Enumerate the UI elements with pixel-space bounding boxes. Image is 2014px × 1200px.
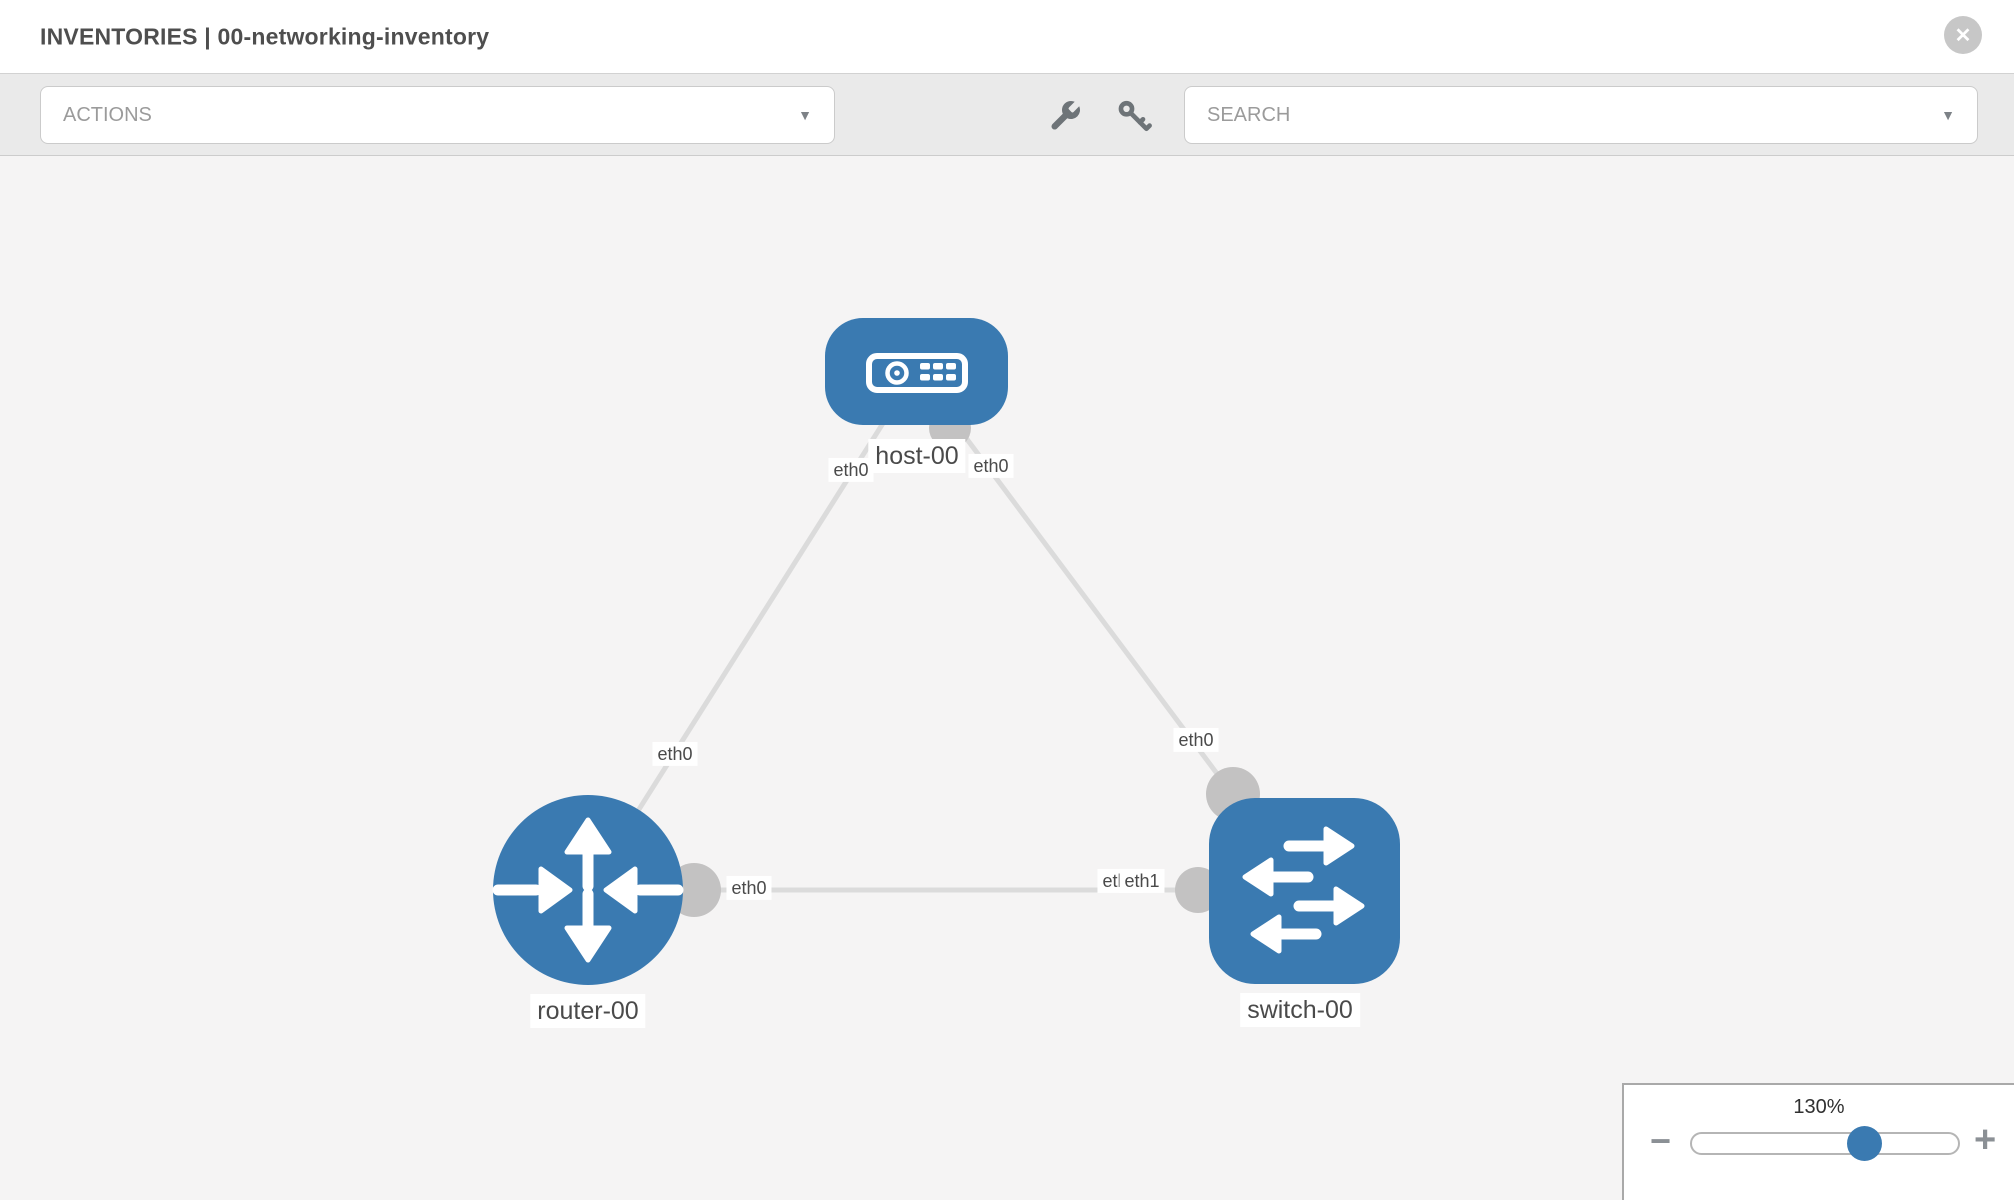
actions-dropdown-label: ACTIONS [63,103,152,126]
zoom-slider-track[interactable] [1690,1132,1960,1155]
search-dropdown-label: SEARCH [1207,103,1291,126]
interface-label-switch-eth1-left: eth1 [1119,868,1165,894]
chevron-down-icon: ▼ [1941,107,1955,123]
wrench-icon[interactable] [1041,92,1089,140]
close-icon[interactable]: ✕ [1944,16,1982,54]
interface-label-router-eth0-top: eth0 [652,741,698,767]
topology-canvas[interactable]: host-00 router-00 switch-00 eth0 eth0 et… [0,156,2014,1200]
link-host-router[interactable] [585,369,919,892]
topology-svg [492,318,1400,985]
switch-icon [1242,826,1365,954]
page-header: INVENTORIES | 00-networking-inventory ✕ [0,0,2014,73]
close-glyph: ✕ [1954,24,1972,47]
zoom-level-value: 130% [1793,1096,1845,1118]
page-title: INVENTORIES | 00-networking-inventory [40,23,490,49]
interface-label-switch-eth0-top: eth0 [1173,727,1219,753]
node-label-router: router-00 [530,994,646,1028]
key-glyph [1118,100,1152,132]
search-dropdown[interactable]: SEARCH ▼ [1184,86,1978,144]
zoom-in-plus-icon[interactable]: + [1974,1119,1997,1161]
node-router[interactable] [492,795,684,985]
node-switch[interactable] [1209,798,1400,984]
zoom-out-minus-icon[interactable]: − [1650,1120,1672,1161]
zoom-panel: 130% − + [1622,1083,2014,1200]
key-icon[interactable] [1110,92,1158,140]
chevron-down-icon: ▼ [798,107,812,123]
interface-label-router-eth0-right: eth0 [726,875,772,901]
node-label-switch: switch-00 [1240,993,1360,1027]
interface-label-host-eth0-right: eth0 [968,453,1014,479]
node-label-host: host-00 [868,439,966,473]
host-icon [866,353,968,393]
actions-dropdown[interactable]: ACTIONS ▼ [40,86,835,144]
router-icon [492,817,684,963]
node-host[interactable] [825,318,1008,425]
interface-label-host-eth0-left: eth0 [828,457,874,483]
zoom-slider-thumb[interactable] [1847,1126,1882,1161]
toolbar: ACTIONS ▼ SEARCH ▼ [0,73,2014,156]
wrench-glyph [1051,100,1081,130]
